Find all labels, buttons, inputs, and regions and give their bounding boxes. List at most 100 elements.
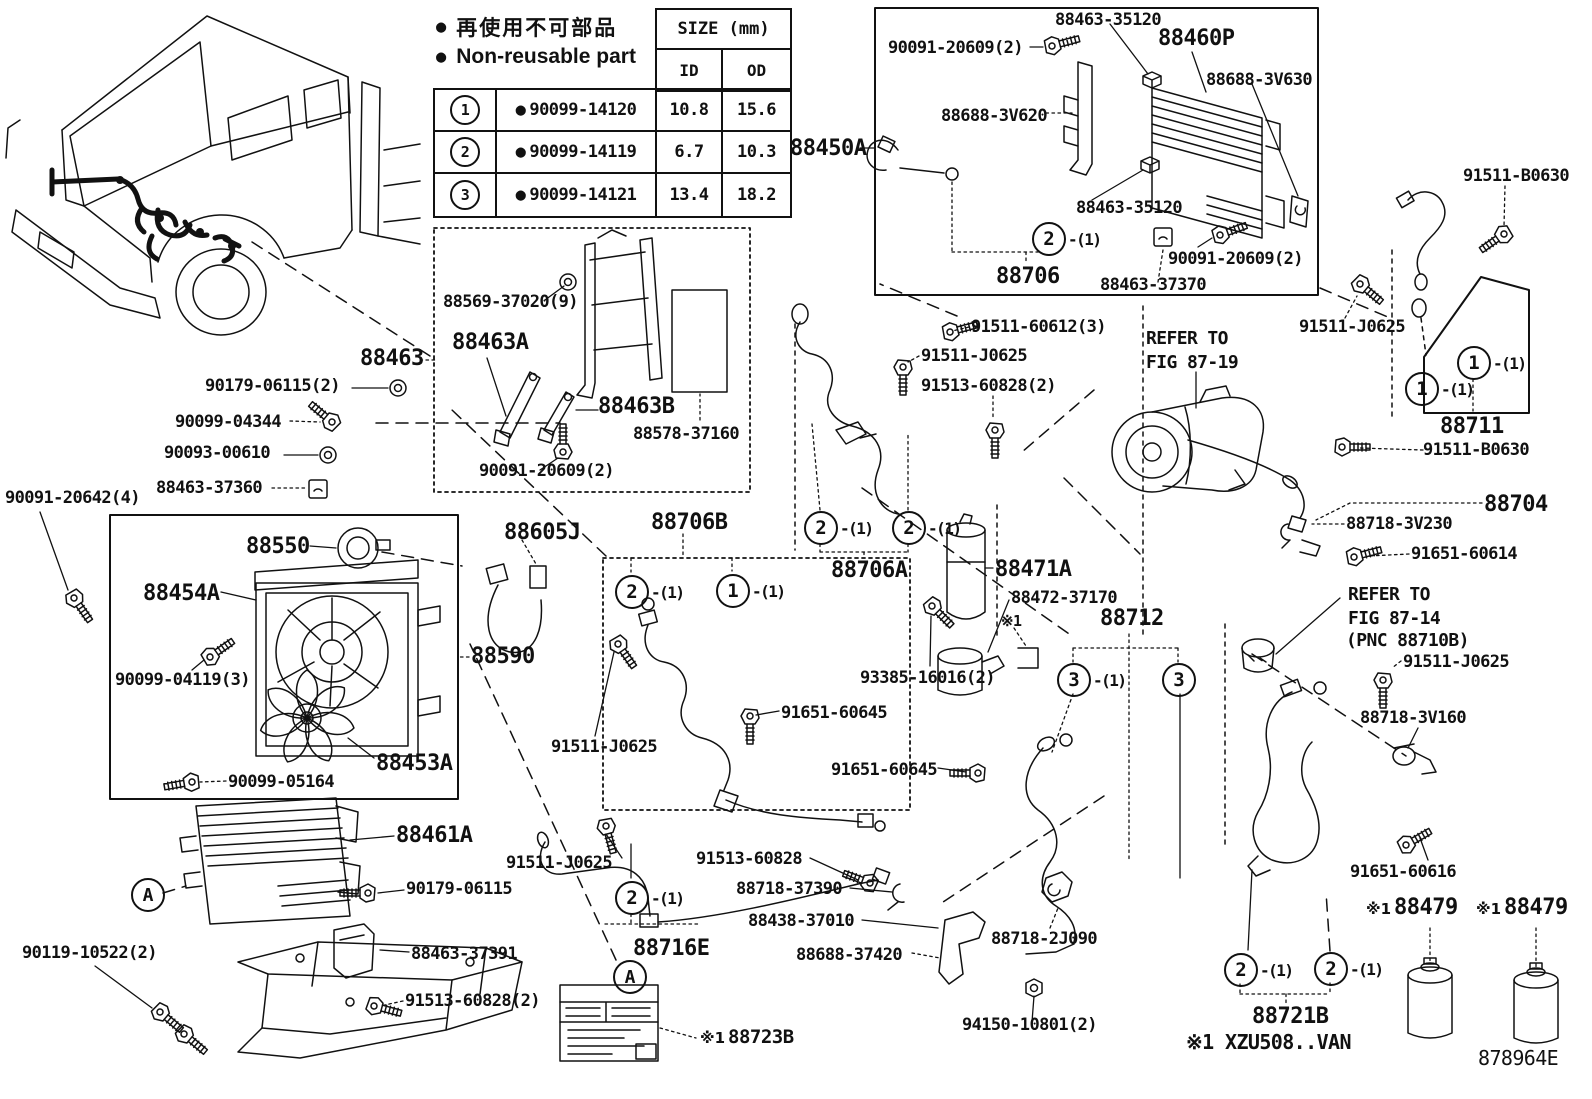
pipe-88706 xyxy=(866,135,959,181)
table-cell-part: ●90099-14119 xyxy=(497,132,657,174)
non-reusable-dot-icon: ● xyxy=(515,184,526,205)
fan-motor-88550 xyxy=(337,527,391,569)
leader-lines xyxy=(39,23,1429,1023)
callout-88438-37010: 88438-37010 xyxy=(748,911,855,931)
callout-88454A: 88454A xyxy=(143,581,220,606)
qty-circle: 3 xyxy=(1057,663,1091,697)
callout-88706A: 88706A xyxy=(831,558,908,583)
circled-ref: 1 xyxy=(450,95,480,125)
callout-90091-20609-a: 90091-20609(2) xyxy=(888,38,1023,58)
callout-90091-20609-c: 90091-20609(2) xyxy=(479,461,614,481)
qty-suffix: -(1) xyxy=(651,582,685,602)
pipe-88706A xyxy=(791,303,899,515)
blank-panel-88578 xyxy=(671,289,728,393)
callout-91511-J0625-m2: 91511-J0625 xyxy=(506,853,613,873)
callout-88688-3V620: 88688-3V620 xyxy=(941,106,1048,126)
bracket-88688-3V620 xyxy=(1063,61,1093,176)
qty-ref-88712-1: 3-(1) xyxy=(1057,663,1127,697)
qty-circle: 1 xyxy=(716,574,750,608)
qty-circle: 1 xyxy=(1405,372,1439,406)
callout-90091-20642: 90091-20642(4) xyxy=(5,488,140,508)
table-cell-od: 15.6 xyxy=(723,90,790,132)
refer-note-fig87-19-line2: FIG 87-19 xyxy=(1146,352,1239,373)
qty-ref-88706B-1: 2-(1) xyxy=(615,575,685,609)
callout-88479-left: ※1 88479 xyxy=(1366,895,1458,920)
qty-ref-88721B-2: 2-(1) xyxy=(1314,952,1384,986)
legend-text-en: Non-reusable part xyxy=(456,45,636,68)
table-cell-od: 10.3 xyxy=(723,132,790,174)
table-cell-part: ●90099-14121 xyxy=(497,174,657,216)
qty-suffix: -(1) xyxy=(752,581,786,601)
qty-circle: 2 xyxy=(892,511,926,545)
callout-91511-J0625-c: 91511-J0625 xyxy=(921,346,1028,366)
qty-circle: 2 xyxy=(1032,222,1066,256)
callout-88453A: 88453A xyxy=(376,751,453,776)
callout-91511-B0630-b: 91511-B0630 xyxy=(1423,440,1530,460)
legend-row-ja: ● 再使用不可部品 xyxy=(436,12,636,42)
qty-circle: 2 xyxy=(615,575,649,609)
callout-88718-37390: 88718-37390 xyxy=(736,879,843,899)
vehicle-sketch xyxy=(5,15,421,336)
receiver-drier-88471A xyxy=(946,504,998,641)
callout-90179-06115: 90179-06115 xyxy=(406,879,513,899)
size-table-col-od: OD xyxy=(746,60,767,80)
callout-91513-60828-c: 91513-60828(2) xyxy=(921,376,1056,396)
callout-93385-16016: 93385-16016(2) xyxy=(860,668,995,688)
qty-suffix: -(1) xyxy=(1093,670,1127,690)
qty-ref-88706B-2: 1-(1) xyxy=(716,574,786,608)
table-cell-ref: 2 xyxy=(435,132,497,174)
legend-row-en: ● Non-reusable part xyxy=(436,42,636,72)
callout-88550: 88550 xyxy=(246,534,310,559)
pipe-88704 xyxy=(1187,439,1321,557)
callout-88461A: 88461A xyxy=(396,823,473,848)
table-cell-id: 13.4 xyxy=(657,174,723,216)
size-table-title: SIZE (mm) xyxy=(657,10,790,50)
qty-ref-88716E: 2-(1) xyxy=(615,881,685,915)
strap-88463B xyxy=(537,391,575,444)
qty-suffix: -(1) xyxy=(1441,379,1475,399)
callout-88723B: ※1 88723B xyxy=(700,1026,794,1048)
size-table: 1 ●90099-14120 10.8 15.6 2 ●90099-14119 … xyxy=(433,88,792,218)
refer-note-fig87-19-line1: REFER TO xyxy=(1146,328,1229,349)
qty-ref-88711-1: 1-(1) xyxy=(1405,372,1475,406)
dashed-construction-lines xyxy=(162,241,1427,961)
pipe-88712 xyxy=(1025,733,1076,955)
non-reusable-dot-icon: ● xyxy=(515,141,526,162)
ref-mark: ※1 xyxy=(1366,900,1392,918)
can-88479-left xyxy=(1407,957,1453,1039)
callout-88688-3V630: 88688-3V630 xyxy=(1206,70,1313,90)
callout-88463-35120-a: 88463-35120 xyxy=(1055,10,1162,30)
part-number: 88723B xyxy=(728,1026,794,1048)
callout-88463A: 88463A xyxy=(452,330,529,355)
callout-88463-37391: 88463-37391 xyxy=(411,944,518,964)
callout-88718-3V230: 88718-3V230 xyxy=(1346,514,1453,534)
qty-suffix: -(1) xyxy=(928,518,962,538)
qty-ref-88706A-2: 2-(1) xyxy=(892,511,962,545)
callout-88463-37370: 88463-37370 xyxy=(1100,275,1207,295)
callout-88605J: 88605J xyxy=(504,520,581,545)
brackets-bottom-center xyxy=(887,871,1073,985)
callout-88463B: 88463B xyxy=(598,394,675,419)
part-number: 90099-14121 xyxy=(529,185,637,205)
caution-label-sketch xyxy=(559,984,659,1062)
qty-circle: 2 xyxy=(804,511,838,545)
callout-94150-10801: 94150-10801(2) xyxy=(962,1015,1097,1035)
table-cell-id: 10.8 xyxy=(657,90,723,132)
callout-90119-10522: 90119-10522(2) xyxy=(22,943,157,963)
callout-88463-37360: 88463-37360 xyxy=(156,478,263,498)
callout-88578-37160: 88578-37160 xyxy=(633,424,740,444)
table-cell-ref: 1 xyxy=(435,90,497,132)
qty-ref-88706A-1: 2-(1) xyxy=(804,511,874,545)
callout-91511-J0625-r2: 91511-J0625 xyxy=(1403,652,1510,672)
mounting-frame xyxy=(237,923,523,1059)
group-boxes xyxy=(109,7,1530,811)
clamp-88472 xyxy=(937,647,1039,696)
refer-note-fig87-14-line2: FIG 87-14 xyxy=(1348,608,1441,629)
callout-90093-00610: 90093-00610 xyxy=(164,443,271,463)
qty-suffix: -(1) xyxy=(1350,959,1384,979)
callout-88569-37020: 88569-37020(9) xyxy=(443,292,578,312)
callout-88460P: 88460P xyxy=(1158,26,1235,51)
ref-mark: ※1 xyxy=(1476,900,1502,918)
fan-88453A xyxy=(259,595,389,763)
